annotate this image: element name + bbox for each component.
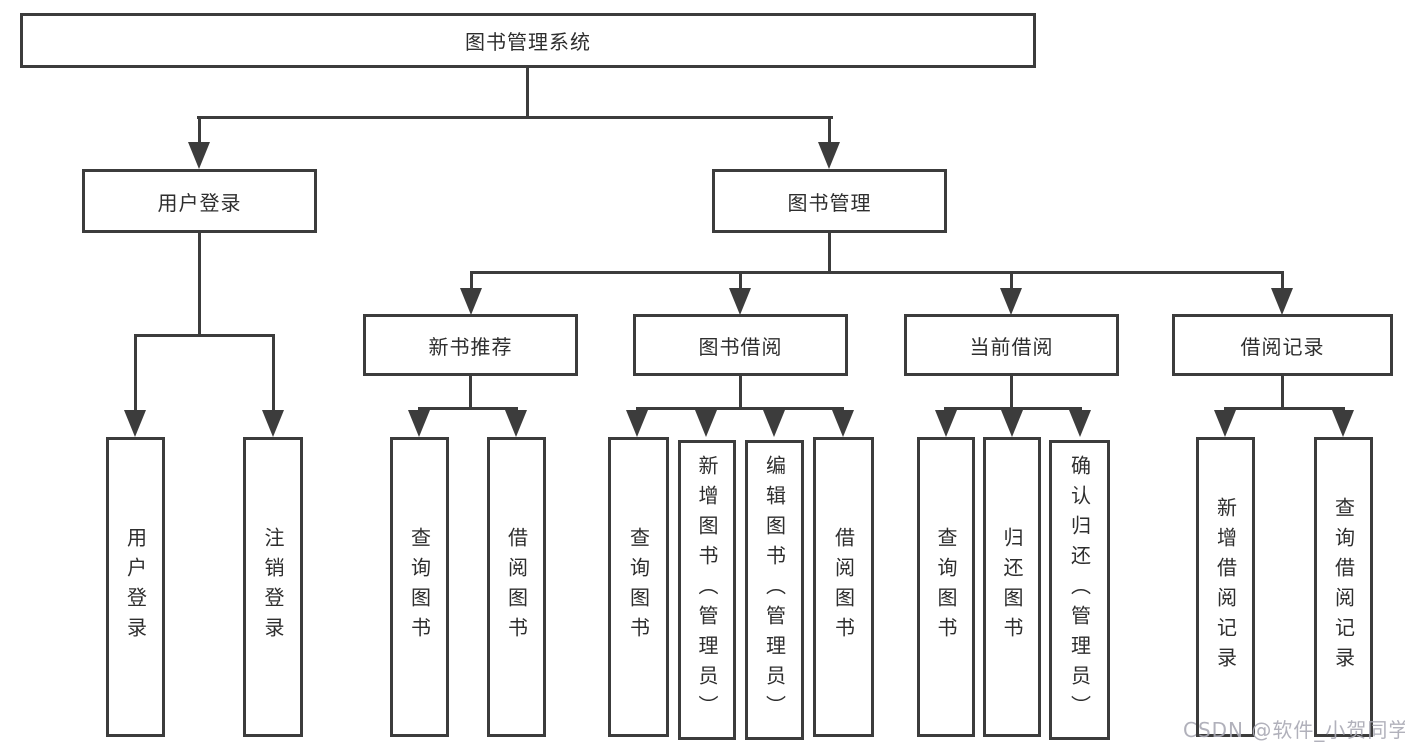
connector-root-vertical: [526, 66, 529, 118]
node-book-mgmt-label: 图书管理: [787, 190, 872, 215]
arrowhead-bookborrow-leaf3: [763, 410, 785, 437]
connector-bookborrow-vertical: [739, 376, 742, 409]
arrowhead-group1: [460, 288, 482, 315]
node-user-login-label: 用户登录: [157, 190, 242, 215]
arrowhead-group2: [729, 288, 751, 315]
arrowhead-currentborrow-leaf3: [1069, 410, 1091, 437]
arrowhead-group4: [1271, 288, 1293, 315]
arrowhead-currentborrow-leaf2: [1001, 410, 1023, 437]
node-root-label: 图书管理系统: [465, 30, 591, 54]
leaf-bookborrow-query-label: 查询图书: [626, 527, 651, 647]
arrowhead-borrowrecord-leaf1: [1214, 410, 1236, 437]
leaf-newbook-query: 查询图书: [390, 437, 449, 737]
connector-group1-shaft: [470, 271, 473, 291]
connector-currentborrow-vertical: [1010, 376, 1013, 409]
csdn-watermark: CSDN @软件_小贺同学: [1183, 718, 1405, 742]
connector-user-login-shaft: [198, 116, 201, 146]
arrowhead-user-login: [188, 142, 210, 169]
leaf-bookborrow-query: 查询图书: [608, 437, 669, 737]
connector-book-mgmt-shaft: [828, 116, 831, 146]
leaf-newbook-borrow: 借阅图书: [487, 437, 546, 737]
connector-currentborrow-horizontal: [944, 407, 1082, 410]
node-borrow-record: 借阅记录: [1172, 314, 1393, 376]
connector-user-login-vertical: [198, 233, 201, 336]
connector-book-mgmt-vertical: [828, 233, 831, 273]
leaf-borrowrecord-query: 查询借阅记录: [1314, 437, 1373, 737]
node-book-mgmt: 图书管理: [712, 169, 947, 233]
leaf-bookborrow-edit: 编辑图书（管理员）: [745, 440, 804, 740]
arrowhead-bookborrow-leaf4: [832, 410, 854, 437]
leaf-currentborrow-query: 查询图书: [917, 437, 975, 737]
connector-bookborrow-horizontal: [636, 407, 844, 410]
connector-login-leaf1-shaft: [134, 334, 137, 412]
arrowhead-login-leaf1: [124, 410, 146, 437]
leaf-bookborrow-add: 新增图书（管理员）: [678, 440, 736, 740]
connector-group4-shaft: [1281, 271, 1284, 291]
leaf-bookborrow-borrow-label: 借阅图书: [831, 527, 856, 647]
leaf-borrowrecord-add: 新增借阅记录: [1196, 437, 1255, 737]
node-user-login: 用户登录: [82, 169, 317, 233]
node-book-borrow: 图书借阅: [633, 314, 848, 376]
node-borrow-record-label: 借阅记录: [1240, 334, 1325, 359]
connector-login-leaf2-shaft: [272, 334, 275, 412]
arrowhead-bookborrow-leaf2: [695, 410, 717, 437]
node-current-borrow-label: 当前借阅: [969, 334, 1054, 359]
arrowhead-login-leaf2: [262, 410, 284, 437]
node-book-borrow-label: 图书借阅: [698, 334, 783, 359]
node-current-borrow: 当前借阅: [904, 314, 1119, 376]
connector-borrowrecord-horizontal: [1224, 407, 1345, 410]
leaf-currentborrow-return: 归还图书: [983, 437, 1041, 737]
node-root: 图书管理系统: [20, 13, 1036, 68]
arrowhead-book-mgmt: [818, 142, 840, 169]
arrowhead-newbook-leaf1: [408, 410, 430, 437]
node-new-book-recommend: 新书推荐: [363, 314, 578, 376]
connector-newbook-vertical: [469, 376, 472, 409]
leaf-currentborrow-return-label: 归还图书: [1000, 527, 1024, 647]
arrowhead-bookborrow-leaf1: [626, 410, 648, 437]
leaf-newbook-borrow-label: 借阅图书: [504, 527, 529, 647]
connector-group3-shaft: [1010, 271, 1013, 291]
leaf-bookborrow-add-label: 新增图书（管理员）: [695, 455, 719, 725]
leaf-borrowrecord-query-label: 查询借阅记录: [1331, 497, 1356, 677]
node-new-book-recommend-label: 新书推荐: [428, 334, 513, 359]
connector-newbook-horizontal: [418, 407, 518, 410]
leaf-bookborrow-borrow: 借阅图书: [813, 437, 874, 737]
connector-user-login-horizontal: [134, 334, 275, 337]
connector-group2-shaft: [739, 271, 742, 291]
leaf-logout-label: 注销登录: [261, 527, 285, 647]
leaf-currentborrow-confirm-label: 确认归还（管理员）: [1067, 455, 1092, 725]
leaf-currentborrow-confirm: 确认归还（管理员）: [1049, 440, 1110, 740]
leaf-bookborrow-edit-label: 编辑图书（管理员）: [762, 455, 787, 725]
leaf-currentborrow-query-label: 查询图书: [934, 527, 958, 647]
leaf-user-login: 用户登录: [106, 437, 165, 737]
leaf-newbook-query-label: 查询图书: [407, 527, 432, 647]
arrowhead-newbook-leaf2: [505, 410, 527, 437]
arrowhead-borrowrecord-leaf2: [1332, 410, 1354, 437]
connector-borrowrecord-vertical: [1281, 376, 1284, 409]
connector-book-mgmt-horizontal: [470, 271, 1283, 274]
arrowhead-group3: [1000, 288, 1022, 315]
connector-root-horizontal: [197, 116, 833, 119]
leaf-user-login-label: 用户登录: [123, 527, 148, 647]
leaf-borrowrecord-add-label: 新增借阅记录: [1213, 497, 1238, 677]
leaf-logout: 注销登录: [243, 437, 303, 737]
arrowhead-currentborrow-leaf1: [935, 410, 957, 437]
